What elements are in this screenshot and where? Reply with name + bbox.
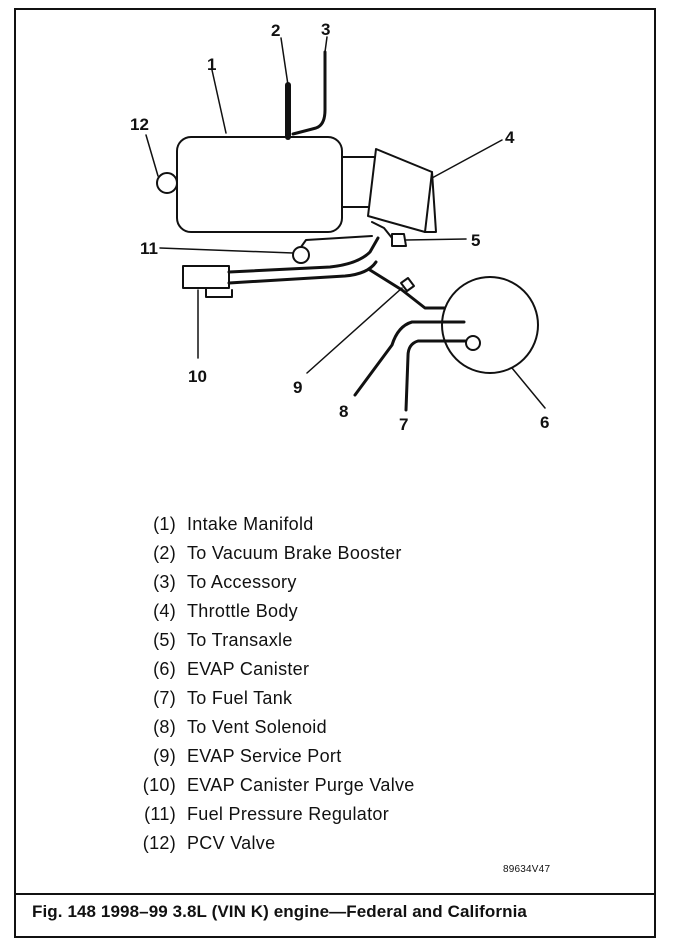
callout-12: 12 [130, 115, 149, 134]
leader-1 [211, 69, 227, 134]
legend-number: (12) [142, 833, 176, 853]
callout-10: 10 [188, 367, 207, 386]
canister-port [465, 335, 481, 351]
accessory-hose [291, 50, 327, 136]
evap-canister-shape [441, 276, 539, 374]
leader-5 [405, 238, 467, 241]
callout-8: 8 [339, 402, 348, 421]
callout-5: 5 [471, 231, 480, 250]
legend-text: EVAP Service Port [187, 746, 342, 766]
fuel-pressure-regulator-shape [292, 246, 310, 264]
legend-number: (9) [153, 746, 176, 766]
legend-text: To Fuel Tank [187, 688, 293, 708]
callout-4: 4 [505, 128, 515, 147]
legend-number: (7) [153, 688, 176, 708]
legend-text: To Accessory [187, 572, 297, 592]
figure-frame [14, 8, 656, 938]
legend-number: (5) [153, 630, 176, 650]
legend-text: EVAP Canister [187, 659, 310, 679]
callout-2: 2 [271, 21, 280, 40]
figure-caption: Fig. 148 1998–99 3.8L (VIN K) engine—Fed… [32, 902, 527, 921]
transaxle-fitting [391, 233, 407, 247]
purge-line [227, 236, 380, 274]
callout-3: 3 [321, 20, 330, 39]
throttle-body-edge [424, 171, 437, 233]
purge-valve-shape [182, 265, 230, 289]
fuel-tank-line [404, 339, 468, 412]
legend-text: EVAP Canister Purge Valve [187, 775, 415, 795]
leader-6 [511, 367, 546, 409]
legend-text: To Vacuum Brake Booster [187, 543, 402, 563]
legend-text: To Transaxle [187, 630, 293, 650]
legend-text: To Vent Solenoid [187, 717, 327, 737]
callout-9: 9 [293, 378, 302, 397]
legend-number: (3) [153, 572, 176, 592]
callout-6: 6 [540, 413, 549, 432]
legend-number: (4) [153, 601, 176, 621]
legend-number: (1) [153, 514, 176, 534]
intake-manifold-shape [176, 136, 343, 233]
regulator-line [300, 235, 373, 248]
vent-solenoid-line [353, 320, 466, 397]
image-code: 89634V47 [503, 864, 551, 875]
callout-7: 7 [399, 415, 408, 434]
purge-line-lower [227, 260, 378, 285]
service-port-shape [400, 277, 415, 292]
legend-number: (6) [153, 659, 176, 679]
legend-text: Throttle Body [187, 601, 298, 621]
pcv-valve-shape [156, 172, 178, 194]
vacuum-hose-diagram: 1 2 3 4 5 6 7 8 9 10 11 12 [130, 20, 549, 434]
callout-1: 1 [207, 55, 216, 74]
legend-number: (11) [144, 804, 176, 824]
legend-text: PCV Valve [187, 833, 276, 853]
leader-2 [280, 37, 289, 86]
legend-text: Intake Manifold [187, 514, 314, 534]
callout-11: 11 [140, 239, 158, 258]
legend-number: (2) [153, 543, 176, 563]
legend-text: Fuel Pressure Regulator [187, 804, 389, 824]
caption-divider [14, 893, 656, 895]
leader-11 [159, 247, 294, 254]
leader-4 [431, 139, 503, 179]
throttle-neck [341, 156, 375, 208]
purge-valve-bracket [205, 287, 233, 298]
leader-9 [306, 287, 403, 374]
leader-3 [324, 36, 328, 53]
legend-number: (10) [142, 775, 176, 795]
throttle-body-shape [367, 148, 433, 233]
legend-number: (8) [153, 717, 176, 737]
leader-12 [145, 134, 159, 177]
